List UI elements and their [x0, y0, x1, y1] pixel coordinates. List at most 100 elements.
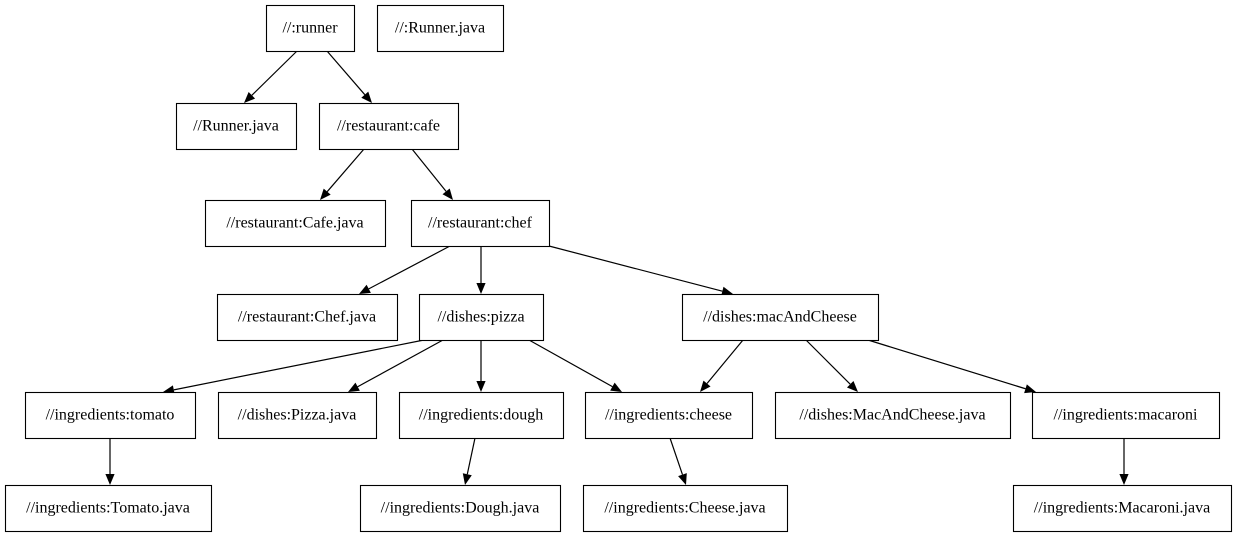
node-label: //ingredients:tomato — [46, 407, 175, 424]
dependency-edge — [462, 437, 476, 485]
edge-arrowhead-icon — [610, 382, 622, 392]
node-box[interactable] — [217, 391, 378, 440]
graph-node-mac_java[interactable]: //dishes:MacAndCheese.java — [774, 391, 1012, 440]
graph-node-pizza_java[interactable]: //dishes:Pizza.java — [217, 391, 378, 440]
node-box[interactable] — [204, 199, 387, 248]
edge-arrowhead-icon — [846, 380, 858, 392]
graph-node-runner[interactable]: //:runner — [265, 4, 356, 53]
node-label: //restaurant:Cafe.java — [226, 215, 363, 232]
graph-node-cafe_java[interactable]: //restaurant:Cafe.java — [204, 199, 387, 248]
node-box[interactable] — [774, 391, 1012, 440]
node-label: //Runner.java — [193, 118, 279, 135]
node-box[interactable] — [216, 293, 399, 342]
edge-line — [326, 148, 365, 193]
edge-line — [357, 339, 444, 388]
node-label: //:runner — [282, 20, 338, 37]
edge-arrowhead-icon — [361, 91, 372, 103]
node-box[interactable] — [1031, 391, 1221, 440]
edge-arrowhead-icon — [721, 286, 733, 296]
node-label: //ingredients:Cheese.java — [604, 500, 765, 517]
edge-line — [326, 50, 366, 96]
node-box[interactable] — [359, 484, 562, 533]
edge-arrowhead-icon — [476, 381, 486, 392]
dependency-edge — [105, 438, 115, 485]
edges-layer — [105, 50, 1129, 485]
node-label: //ingredients:macaroni — [1054, 407, 1199, 424]
node-label: //restaurant:Chef.java — [238, 309, 376, 326]
node-label: //restaurant:chef — [428, 215, 533, 232]
graph-node-ing_dough[interactable]: //ingredients:dough — [398, 391, 565, 440]
dependency-edge — [476, 246, 486, 294]
graph-node-dough_java[interactable]: //ingredients:Dough.java — [359, 484, 562, 533]
edge-arrowhead-icon — [462, 473, 472, 485]
dependency-edge — [669, 437, 687, 485]
edge-arrowhead-icon — [359, 284, 371, 294]
node-box[interactable] — [265, 4, 356, 53]
edge-line — [173, 339, 425, 391]
graph-node-runner_java[interactable]: //Runner.java — [175, 102, 298, 151]
edge-arrowhead-icon — [244, 92, 256, 103]
edge-arrowhead-icon — [348, 382, 360, 392]
edge-arrowhead-icon — [678, 473, 687, 485]
edge-line — [669, 437, 684, 475]
edge-line — [411, 148, 447, 192]
node-label: //ingredients:Tomato.java — [26, 500, 190, 517]
edge-line — [805, 339, 851, 385]
graph-node-chef_java[interactable]: //restaurant:Chef.java — [216, 293, 399, 342]
dependency-edge — [548, 245, 733, 296]
edge-arrowhead-icon — [105, 474, 115, 485]
dependency-edge — [244, 50, 298, 103]
graph-node-dishes_pizza[interactable]: //dishes:pizza — [418, 293, 545, 342]
graph-node-tomato_java[interactable]: //ingredients:Tomato.java — [4, 484, 213, 533]
edge-line — [867, 339, 1026, 390]
node-label: //ingredients:cheese — [605, 407, 732, 424]
node-box[interactable] — [582, 484, 789, 533]
edge-line — [548, 245, 723, 292]
graph-node-restaurant_cafe[interactable]: //restaurant:cafe — [318, 102, 460, 151]
dependency-edge — [348, 339, 444, 392]
dependency-edge — [805, 339, 858, 392]
node-box[interactable] — [175, 102, 298, 151]
dependency-edge — [867, 339, 1036, 394]
edge-arrowhead-icon — [1119, 474, 1129, 485]
graph-node-runner_java_root[interactable]: //:Runner.java — [376, 4, 505, 53]
edge-line — [368, 245, 451, 290]
node-box[interactable] — [376, 4, 505, 53]
node-label: //dishes:MacAndCheese.java — [799, 407, 985, 424]
node-label: //:Runner.java — [395, 20, 485, 37]
node-label: //dishes:Pizza.java — [238, 407, 357, 424]
node-box[interactable] — [24, 391, 197, 440]
node-label: //ingredients:dough — [419, 407, 543, 424]
node-box[interactable] — [681, 293, 880, 342]
graph-node-ing_cheese[interactable]: //ingredients:cheese — [584, 391, 754, 440]
edge-arrowhead-icon — [1024, 384, 1036, 394]
edge-line — [706, 339, 744, 384]
graph-node-macaroni_java[interactable]: //ingredients:Macaroni.java — [1012, 484, 1233, 533]
node-box[interactable] — [4, 484, 213, 533]
dependency-edge — [163, 339, 425, 395]
node-box[interactable] — [1012, 484, 1233, 533]
dependency-edge — [528, 339, 622, 392]
edge-line — [466, 437, 476, 475]
graph-node-dishes_mac[interactable]: //dishes:macAndCheese — [681, 293, 880, 342]
node-box[interactable] — [318, 102, 460, 151]
nodes-layer: //:runner //:Runner.java //Runner.java //re… — [4, 4, 1233, 533]
node-box[interactable] — [410, 199, 551, 248]
graph-node-ing_macaroni[interactable]: //ingredients:macaroni — [1031, 391, 1221, 440]
graph-node-restaurant_chef[interactable]: //restaurant:chef — [410, 199, 551, 248]
node-label: //ingredients:Dough.java — [381, 500, 540, 517]
dependency-edge — [700, 339, 744, 392]
node-box[interactable] — [398, 391, 565, 440]
node-label: //dishes:macAndCheese — [703, 309, 857, 326]
dependency-edge — [476, 340, 486, 392]
node-box[interactable] — [584, 391, 754, 440]
dependency-edge — [320, 148, 365, 200]
edge-line — [528, 339, 613, 388]
edge-arrowhead-icon — [320, 188, 331, 200]
node-label: //ingredients:Macaroni.java — [1034, 500, 1210, 517]
node-label: //dishes:pizza — [437, 309, 524, 326]
graph-node-cheese_java[interactable]: //ingredients:Cheese.java — [582, 484, 789, 533]
graph-node-ing_tomato[interactable]: //ingredients:tomato — [24, 391, 197, 440]
node-box[interactable] — [418, 293, 545, 342]
